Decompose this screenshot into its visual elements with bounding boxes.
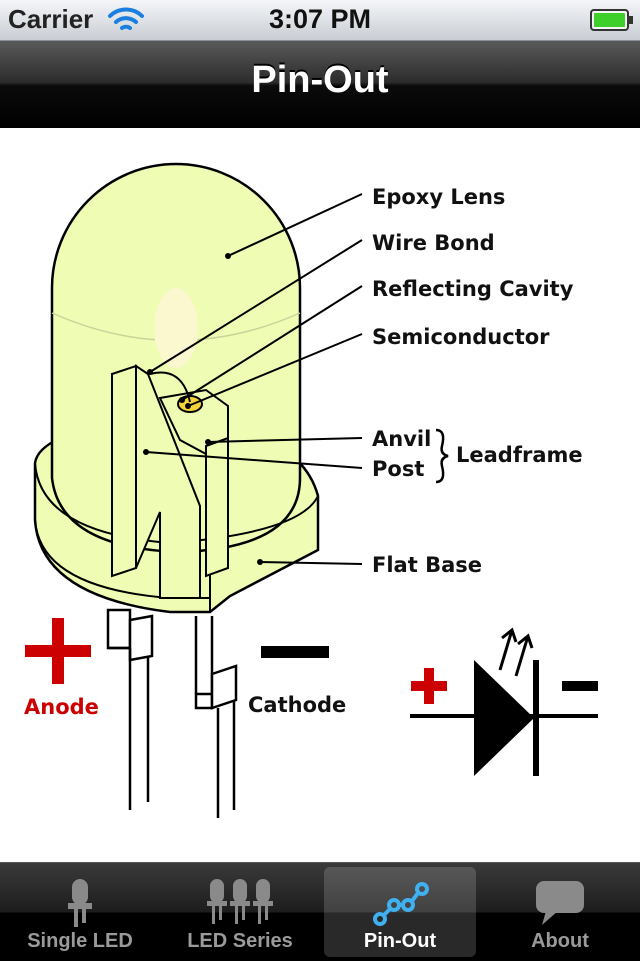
led-series-icon <box>207 879 273 924</box>
led-pinout-diagram: Epoxy Lens Wire Bond Reflecting Cavity S… <box>24 162 598 818</box>
label-leadframe: Leadframe <box>456 443 583 467</box>
navigation-bar: Pin-Out <box>0 41 640 129</box>
tab-bar: Single LED LED Series Pin-Out <box>0 862 640 961</box>
tab-label: About <box>531 930 589 952</box>
label-anode: Anode <box>24 695 99 719</box>
leader-dots <box>143 253 263 565</box>
tab-led-series[interactable]: LED Series <box>164 867 316 957</box>
tab-about[interactable]: About <box>484 867 636 957</box>
led-schematic-symbol <box>410 627 598 776</box>
status-bar: Carrier 3:07 PM <box>0 0 640 41</box>
speech-bubble-icon <box>536 881 584 925</box>
label-flat-base: Flat Base <box>372 553 482 577</box>
pinout-icon <box>373 882 429 926</box>
tab-label: LED Series <box>187 930 293 952</box>
label-semiconductor: Semiconductor <box>372 325 550 349</box>
label-anvil: Anvil <box>372 427 431 451</box>
page-title: Pin-Out <box>251 59 389 101</box>
label-epoxy-lens: Epoxy Lens <box>372 185 505 209</box>
status-time: 3:07 PM <box>268 4 372 34</box>
tab-label: Single LED <box>27 930 133 952</box>
cathode-minus-icon <box>261 646 329 658</box>
label-post: Post <box>372 457 424 481</box>
single-led-icon <box>68 879 92 927</box>
leadframe-brace <box>435 428 449 484</box>
label-cathode: Cathode <box>248 693 346 717</box>
battery-icon <box>590 9 633 31</box>
anode-plus-icon <box>25 618 91 684</box>
carrier-name: Carrier <box>8 4 94 34</box>
wifi-icon <box>108 7 144 30</box>
tab-label: Pin-Out <box>363 930 437 952</box>
pinout-content: Epoxy Lens Wire Bond Reflecting Cavity S… <box>0 128 640 862</box>
label-reflecting-cavity: Reflecting Cavity <box>372 277 574 301</box>
tab-pin-out[interactable]: Pin-Out <box>324 867 476 957</box>
tab-single-led[interactable]: Single LED <box>4 867 156 957</box>
leadframe <box>111 364 229 599</box>
leader-lines <box>145 193 363 565</box>
label-wire-bond: Wire Bond <box>372 231 495 255</box>
led-legs <box>106 608 238 818</box>
